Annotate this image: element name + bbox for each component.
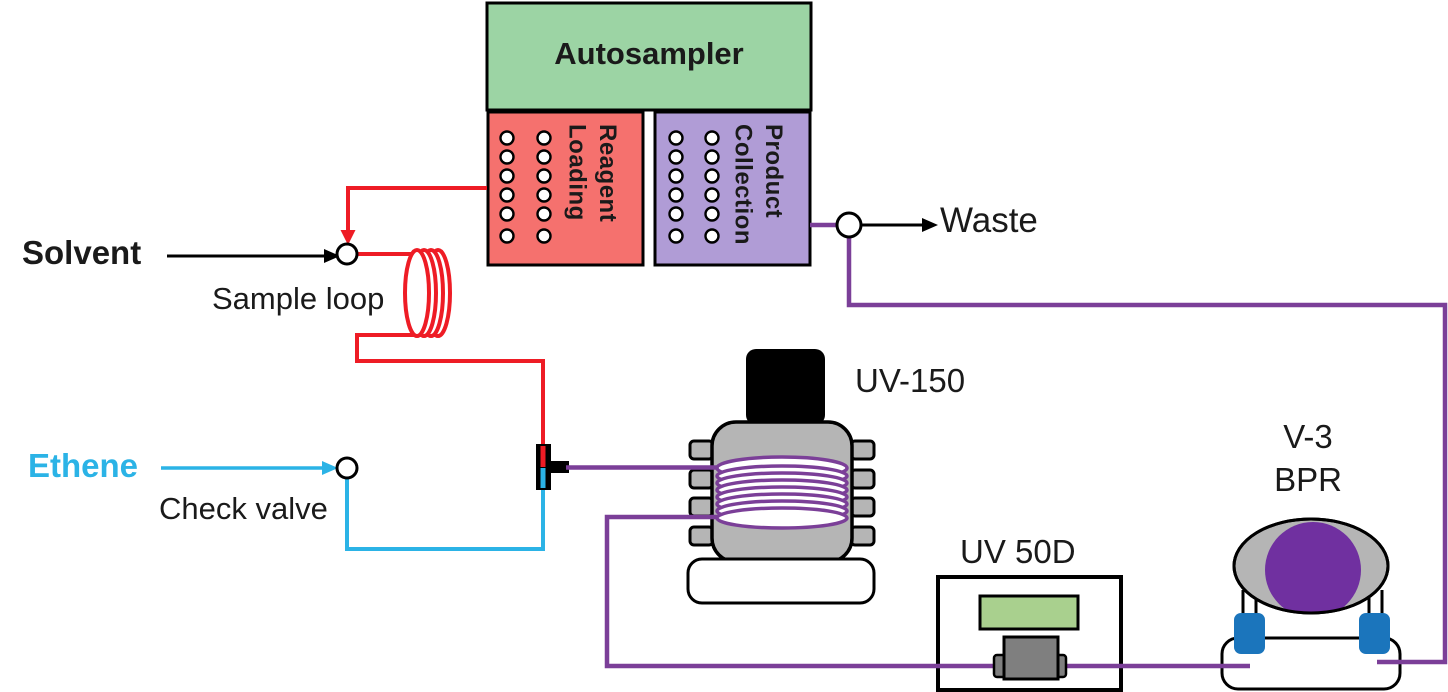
solvent-label: Solvent bbox=[22, 234, 142, 271]
bpr-foot-left bbox=[1234, 613, 1265, 654]
arrowhead bbox=[324, 249, 340, 263]
check-valve-port bbox=[335, 456, 359, 480]
solvent-inlet-arrow bbox=[167, 249, 340, 263]
sample-loop-label: Sample loop bbox=[212, 281, 385, 316]
sample-loop-coil bbox=[403, 248, 452, 338]
autosampler-unit bbox=[485, 1, 813, 267]
reactor-fins bbox=[688, 439, 876, 547]
flow-cell-body bbox=[1002, 635, 1060, 681]
product-tray-label: Product Collection bbox=[729, 124, 787, 246]
reactor-lamp-cap bbox=[746, 349, 825, 425]
uv150-label: UV-150 bbox=[855, 362, 966, 399]
bpr-label-line1: V-3 bbox=[1283, 418, 1333, 455]
bpr-unit bbox=[1232, 517, 1390, 654]
loop-to-tee-line bbox=[355, 333, 545, 468]
reactor-coil bbox=[715, 455, 849, 530]
ethene-inlet-arrow bbox=[161, 461, 338, 475]
product-line bbox=[566, 222, 1448, 669]
bpr-return-line bbox=[846, 237, 1448, 665]
arrowhead bbox=[922, 218, 938, 232]
ethene-line bbox=[345, 468, 545, 551]
ethene-label: Ethene bbox=[28, 447, 139, 484]
waste-label: Waste bbox=[940, 201, 1038, 240]
waste-arrow bbox=[862, 218, 938, 232]
flow-cell bbox=[992, 635, 1068, 681]
arrowhead-down bbox=[340, 230, 356, 245]
mixing-tee bbox=[536, 444, 569, 490]
injection-valve-port bbox=[335, 242, 359, 266]
reagent-tray-vials bbox=[499, 130, 552, 244]
uv50d-label: UV 50D bbox=[960, 533, 1076, 570]
bpr-label-line2: BPR bbox=[1274, 461, 1342, 498]
autosampler-title: Autosampler bbox=[554, 36, 744, 71]
bpr-foot-right bbox=[1359, 613, 1390, 654]
autosampler-box bbox=[485, 1, 813, 112]
bpr-diaphragm bbox=[1265, 522, 1361, 613]
reactor-base bbox=[686, 557, 876, 605]
waste-valve-port bbox=[835, 211, 863, 239]
detector-display bbox=[978, 594, 1080, 631]
tee-outlet-stub bbox=[549, 461, 569, 473]
reagent-tray-label: Reagent Loading bbox=[563, 124, 621, 223]
arrowhead bbox=[322, 461, 338, 475]
check-valve-label: Check valve bbox=[159, 491, 328, 526]
product-tray-vials bbox=[668, 130, 720, 244]
reactor-to-bpr-line bbox=[604, 514, 1250, 669]
